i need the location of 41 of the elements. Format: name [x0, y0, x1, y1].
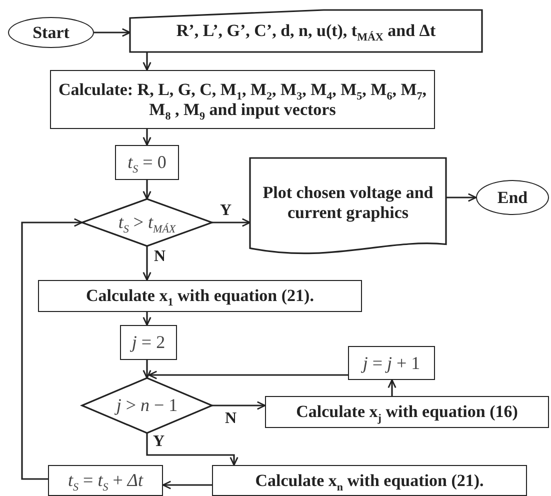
formula: t$_{S}$ > t$_{MÁX}$	[118, 212, 176, 233]
node-label: End	[497, 188, 528, 208]
node-label: Start	[32, 22, 70, 42]
formula: j = 2	[132, 332, 166, 353]
input-box	[130, 10, 482, 52]
document-shape	[250, 158, 446, 256]
process-box	[48, 465, 163, 496]
node-label: Calculate x$_{n}$ with equation (21).	[255, 470, 484, 490]
process-box	[120, 325, 177, 360]
process-box	[265, 396, 549, 428]
formula: j = j + 1	[362, 352, 420, 374]
node-label: Calculate x$_{1}$ with equation (21).	[86, 286, 314, 306]
arrow	[212, 218, 251, 227]
arrow	[142, 52, 152, 71]
process-box	[348, 346, 435, 380]
arrow	[142, 180, 152, 200]
formula: t$_{S}$ = t$_{S}$ + Δt	[68, 470, 143, 491]
arrow	[94, 28, 131, 37]
arrow	[212, 401, 266, 410]
arrow	[142, 246, 152, 281]
formula: j > n − 1	[116, 395, 178, 416]
formula: t$_{S}$ = 0	[128, 152, 166, 173]
node-label: Plot chosen voltage and current graphics	[262, 183, 434, 223]
arrow	[142, 129, 152, 146]
arrow	[148, 370, 348, 380]
process-box	[212, 465, 527, 496]
arrow	[21, 218, 83, 480]
arrow	[142, 360, 152, 379]
node-label: Calculate x$_{j}$ with equation (16)	[296, 402, 518, 422]
node-label: Calculate: R, L, G, C, M$_{1}$, M$_{2}$, M$_{3}$, M$_{4}$, M$_{5}$, M$_{6}$, M$_{7}$, M$_{8}$ , M$_{9}$ and input vectors	[57, 80, 428, 120]
process-box	[38, 280, 362, 312]
arrow	[446, 193, 477, 202]
node-label: R’, L’, G’, C’, d, n, u(t), t$_{MÁX}$ and Δt	[176, 21, 436, 41]
decision-diamond	[82, 199, 212, 246]
decision-diamond	[82, 378, 212, 433]
process-box	[50, 70, 435, 129]
arrow	[146, 433, 238, 466]
arrow	[162, 480, 212, 490]
arrow	[388, 379, 396, 396]
arrow	[142, 312, 152, 326]
process-box	[115, 145, 179, 180]
